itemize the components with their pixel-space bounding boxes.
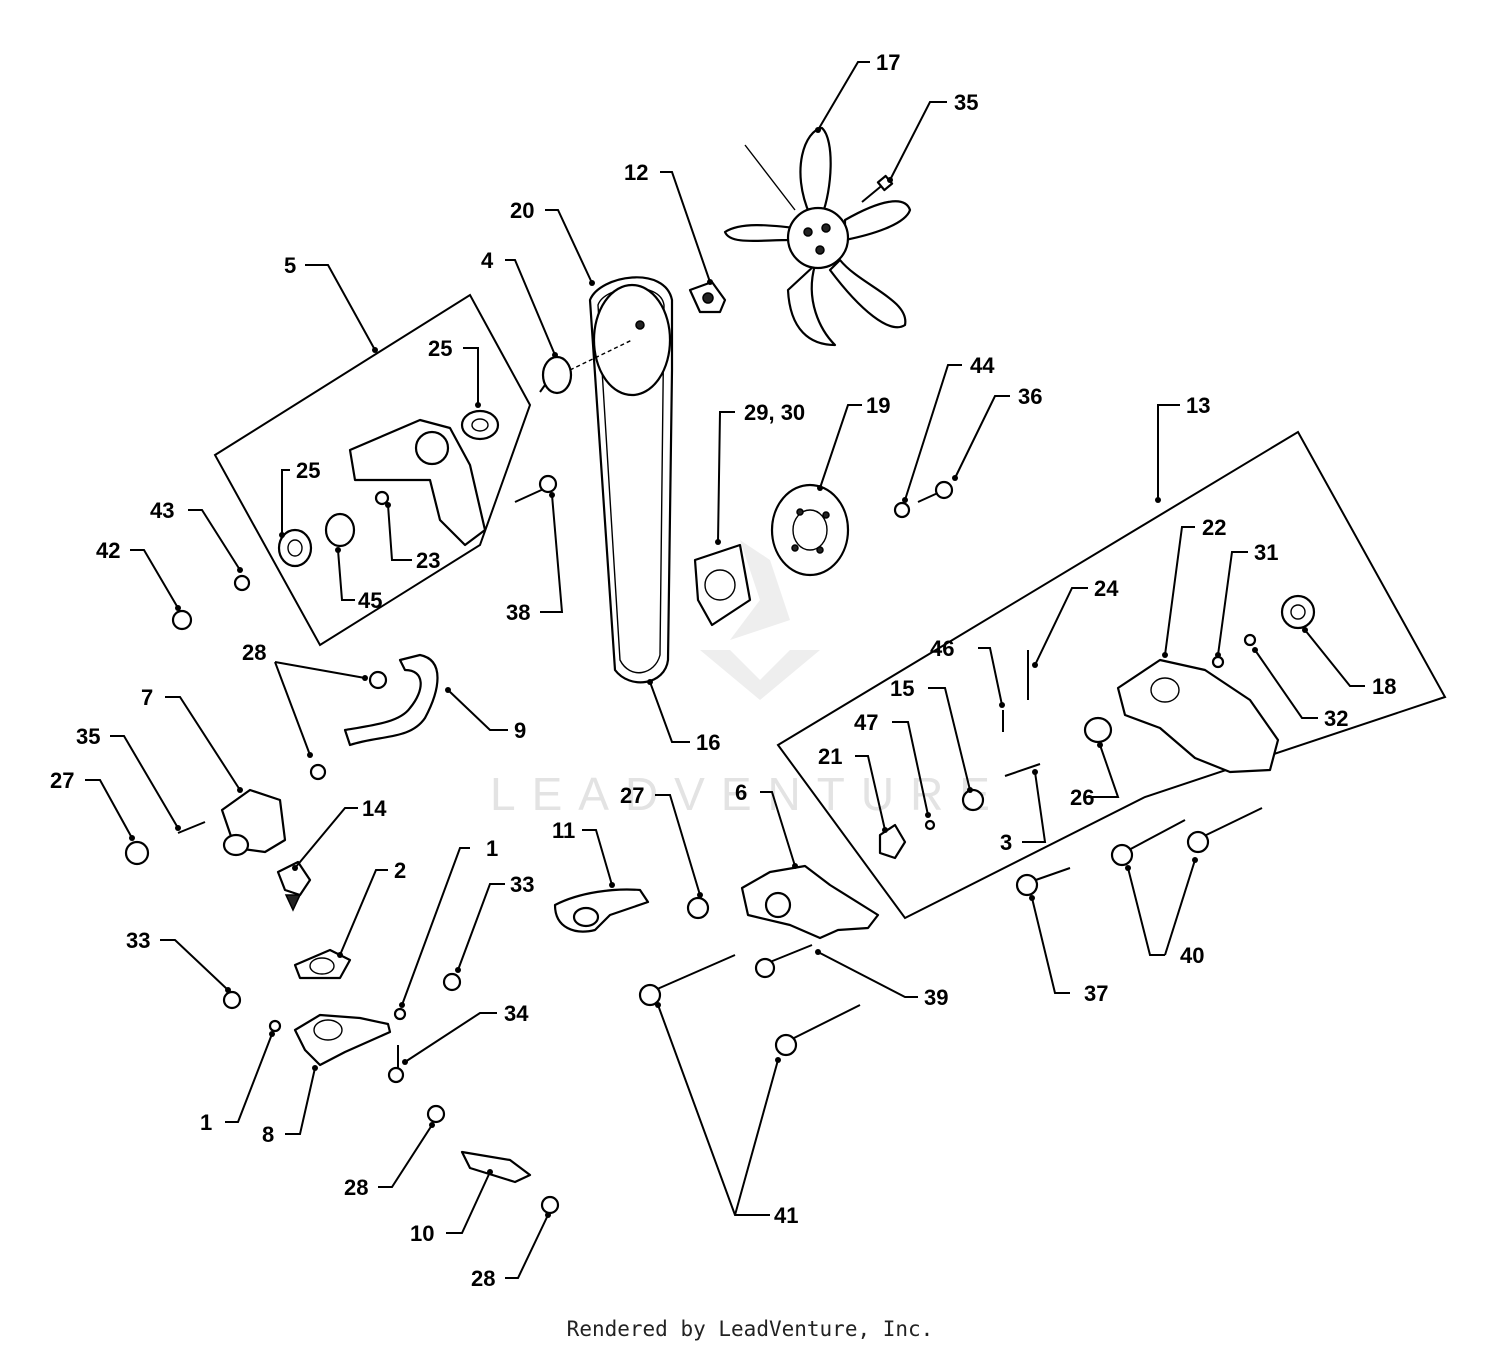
callout-21: 21 xyxy=(818,744,842,769)
callout-28-upper: 28 xyxy=(242,640,266,665)
callout-36: 36 xyxy=(1018,384,1042,409)
hose-10 xyxy=(460,1150,532,1184)
housing-8 xyxy=(222,972,462,1084)
callout-45: 45 xyxy=(358,588,382,613)
watermark-logo-chevron-icon xyxy=(700,650,820,700)
leader-lines xyxy=(85,61,1365,1279)
fan-part xyxy=(723,126,912,347)
callout-44: 44 xyxy=(970,353,995,378)
washer-44-bolt-36 xyxy=(893,480,954,519)
pump-assembly-13 xyxy=(878,594,1316,860)
callout-24: 24 xyxy=(1094,576,1119,601)
thermostat-14 xyxy=(276,860,312,912)
callout-43: 43 xyxy=(150,498,174,523)
callout-47: 47 xyxy=(854,710,878,735)
watermark-logo-icon xyxy=(730,540,790,640)
housing-7 xyxy=(124,788,287,866)
bolt-40-a xyxy=(1110,819,1186,867)
clamp-28-lower-a xyxy=(426,1104,446,1124)
callout-labels: 1 1 2 3 4 5 6 7 8 9 10 11 12 13 14 15 16… xyxy=(50,50,1396,1291)
callout-34: 34 xyxy=(504,1001,529,1026)
callout-5: 5 xyxy=(284,253,296,278)
bolt-38 xyxy=(514,474,558,503)
callout-38: 38 xyxy=(506,600,530,625)
callout-23: 23 xyxy=(416,548,440,573)
callout-9: 9 xyxy=(514,718,526,743)
callout-2: 2 xyxy=(394,858,406,883)
clamp-28-lower-b xyxy=(540,1195,560,1215)
footer-credit: Rendered by LeadVenture, Inc. xyxy=(567,1317,934,1341)
watermark-text: LEADVENTURE xyxy=(490,768,1006,820)
callout-1-upper: 1 xyxy=(486,836,498,861)
callout-8: 8 xyxy=(262,1122,274,1147)
group-box-5 xyxy=(213,293,532,647)
callout-7: 7 xyxy=(141,685,153,710)
callout-1-lower: 1 xyxy=(200,1110,212,1135)
part-12 xyxy=(688,280,727,314)
pulley-19 xyxy=(770,483,850,577)
callout-46: 46 xyxy=(930,636,954,661)
callout-37: 37 xyxy=(1084,981,1108,1006)
callout-32: 32 xyxy=(1324,706,1348,731)
callout-11: 11 xyxy=(552,818,575,843)
bolt-40-b xyxy=(1186,807,1263,854)
callout-18: 18 xyxy=(1372,674,1396,699)
callout-39: 39 xyxy=(924,985,948,1010)
leader-arrowheads xyxy=(129,127,1308,1218)
callout-15: 15 xyxy=(890,676,914,701)
callout-33-right: 33 xyxy=(510,872,534,897)
hose-11 xyxy=(553,888,650,933)
callout-28-lower-a: 28 xyxy=(344,1175,368,1200)
callout-4: 4 xyxy=(481,248,494,273)
callout-35-top: 35 xyxy=(954,90,978,115)
belt-part xyxy=(588,276,674,684)
callout-3: 3 xyxy=(1000,830,1012,855)
bolt-37 xyxy=(1015,867,1071,897)
water-pump-6 xyxy=(740,864,880,940)
callout-42: 42 xyxy=(96,538,120,563)
callout-27-center: 27 xyxy=(620,783,644,808)
callout-31: 31 xyxy=(1254,540,1278,565)
clamp-27-center xyxy=(686,896,710,920)
callout-13: 13 xyxy=(1186,393,1210,418)
callout-6: 6 xyxy=(735,780,747,805)
group-box-13 xyxy=(776,430,1447,920)
callout-17: 17 xyxy=(876,50,900,75)
callout-26: 26 xyxy=(1070,785,1094,810)
bolt-39 xyxy=(754,944,813,979)
callout-29-30: 29, 30 xyxy=(744,400,805,425)
callout-25-upper: 25 xyxy=(428,336,452,361)
callout-20: 20 xyxy=(510,198,534,223)
bracket-assembly-5 xyxy=(277,409,500,568)
callout-12: 12 xyxy=(624,160,648,185)
nut-42 xyxy=(171,609,193,631)
bolt-41-a xyxy=(638,954,736,1007)
callout-10: 10 xyxy=(410,1221,434,1246)
callout-40: 40 xyxy=(1180,943,1204,968)
callout-41: 41 xyxy=(774,1203,798,1228)
bolt-41-b xyxy=(774,1004,861,1057)
callout-35-left: 35 xyxy=(76,724,100,749)
washer-43 xyxy=(233,574,251,592)
callout-19: 19 xyxy=(866,393,890,418)
callout-14: 14 xyxy=(362,796,387,821)
gasket-2 xyxy=(293,948,352,980)
callout-22: 22 xyxy=(1202,515,1226,540)
watermark: LEADVENTURE xyxy=(490,540,1006,820)
callout-28-lower-b: 28 xyxy=(471,1266,495,1291)
callout-33-left: 33 xyxy=(126,928,150,953)
callout-27-left: 27 xyxy=(50,768,74,793)
gasket-29-30 xyxy=(693,543,752,627)
callout-25-lower: 25 xyxy=(296,458,320,483)
callout-16: 16 xyxy=(696,730,720,755)
hose-9 xyxy=(309,653,439,781)
